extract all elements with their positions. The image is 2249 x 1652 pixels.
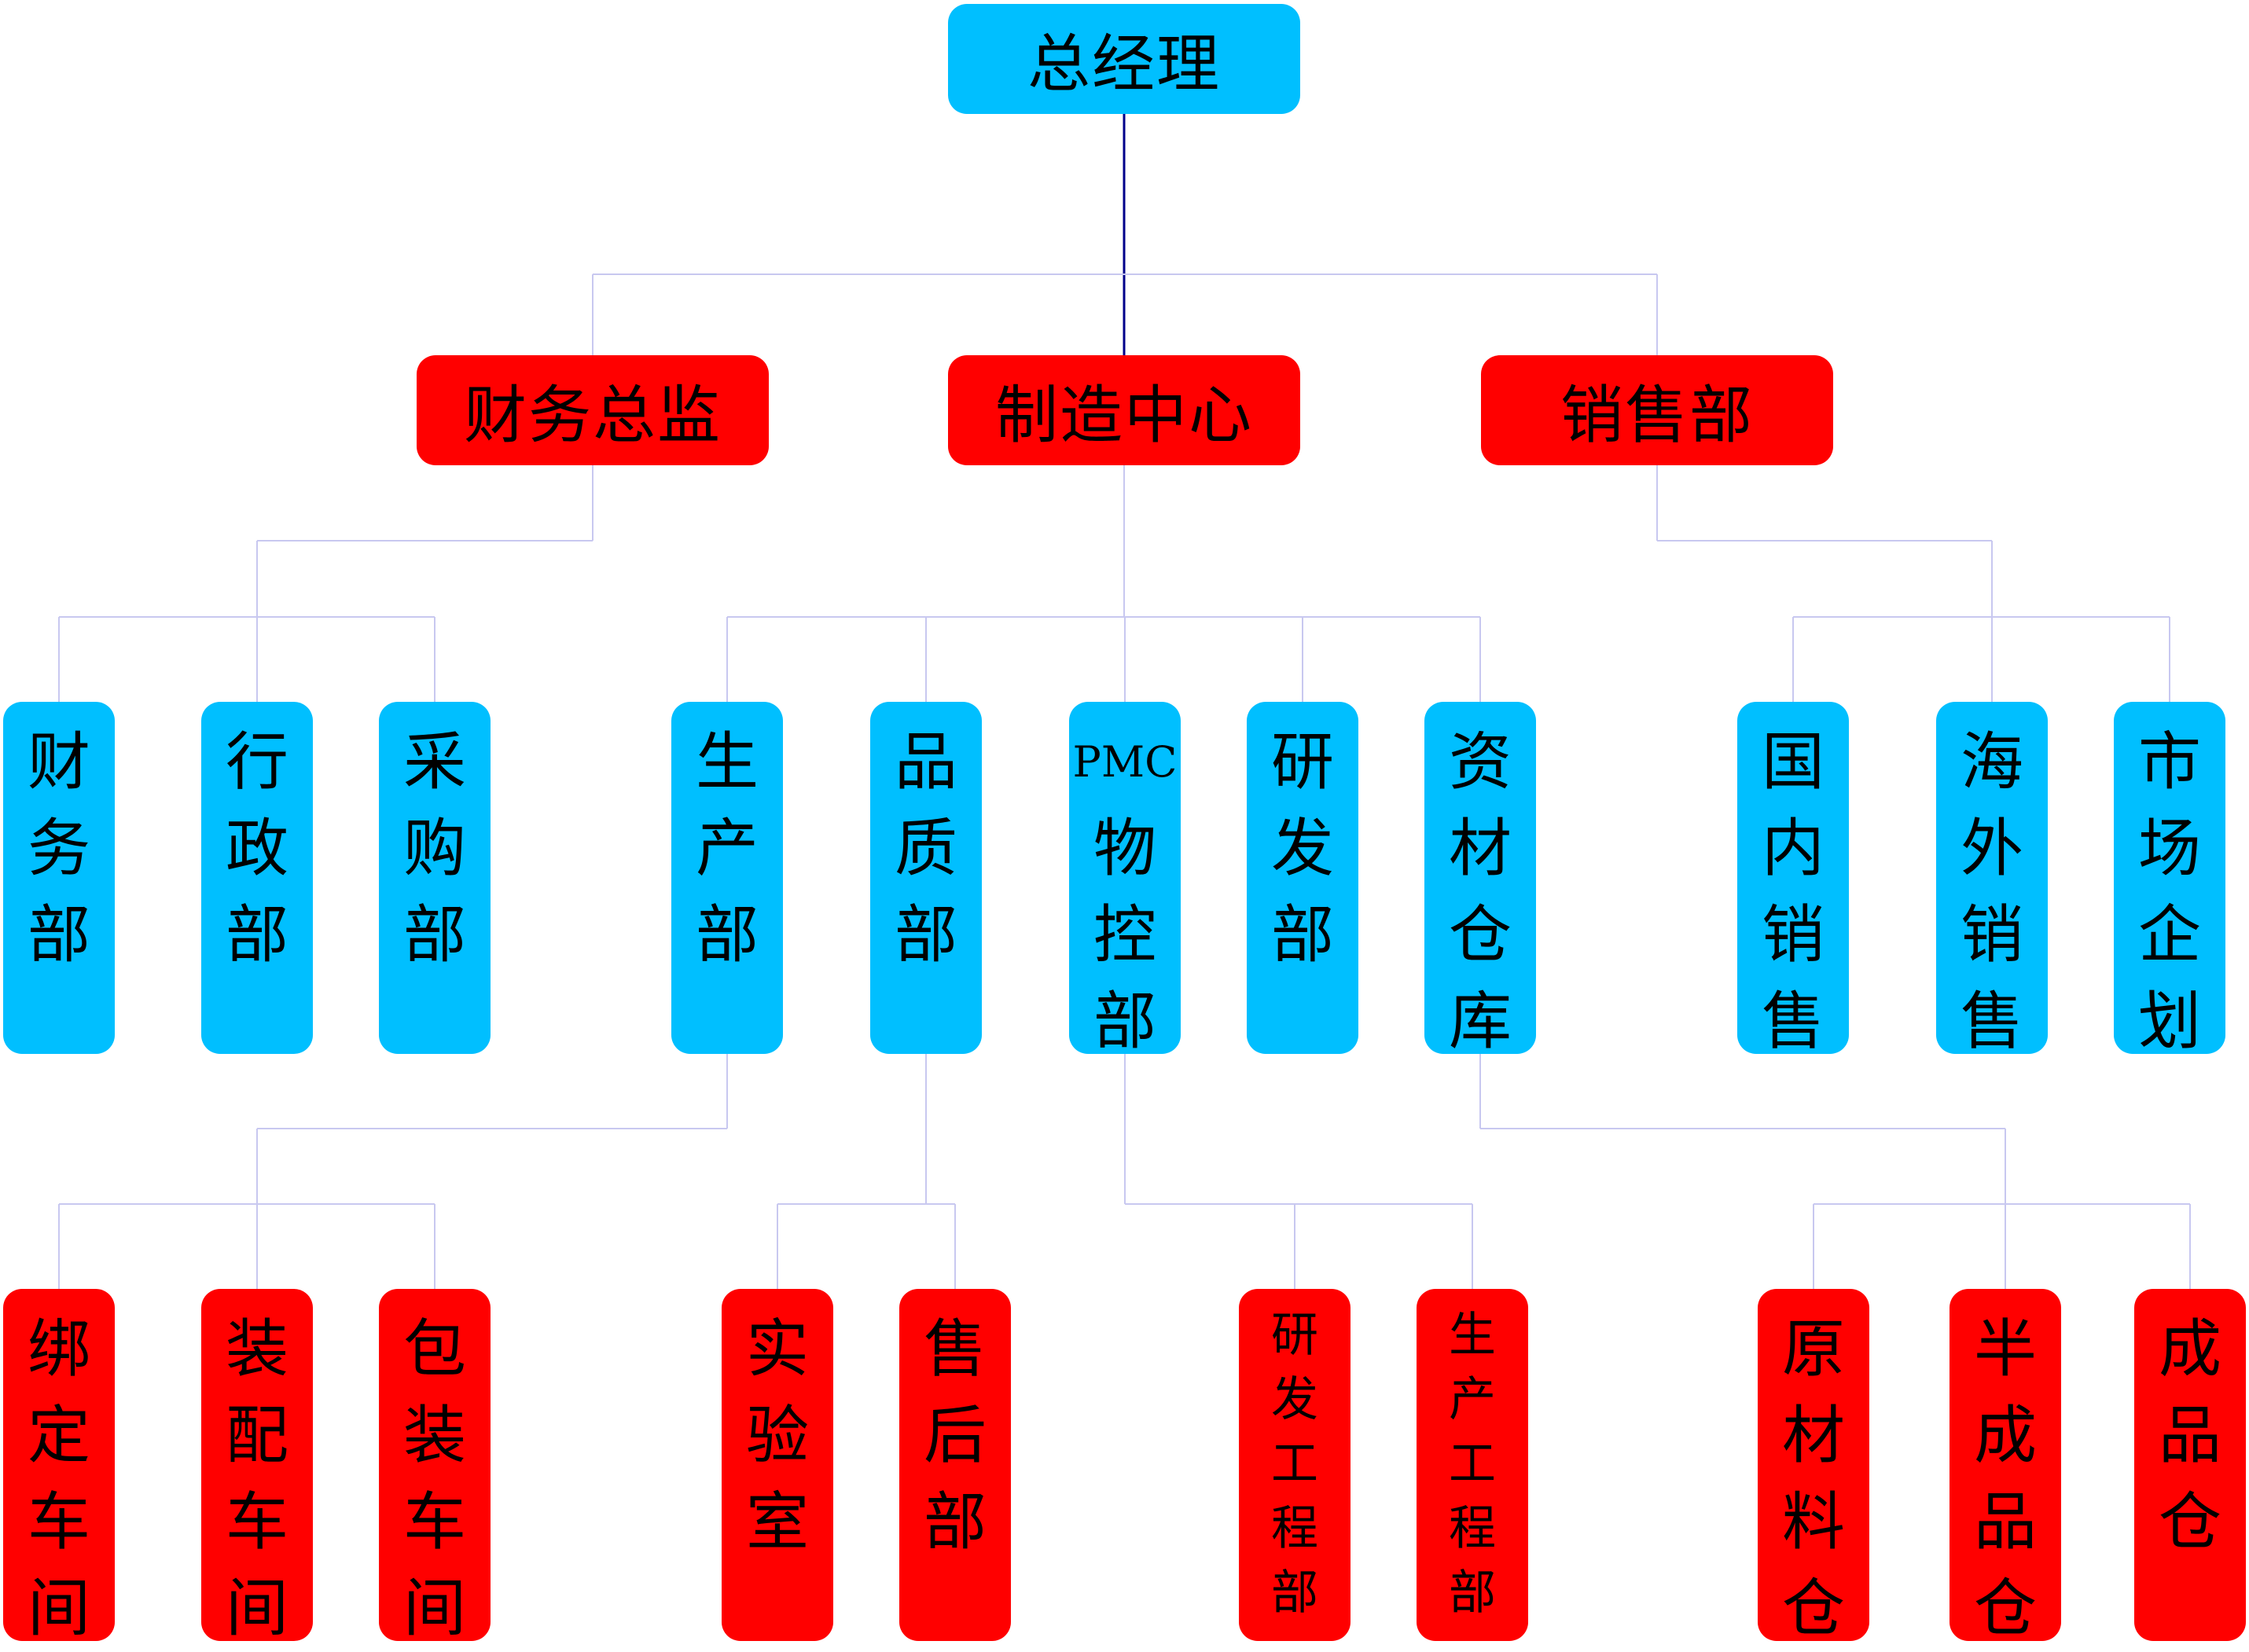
org-node: 实验室 xyxy=(722,1289,833,1641)
org-node: 研发工程部 xyxy=(1239,1289,1351,1641)
org-node-label: 国内销售 xyxy=(1762,725,1825,1058)
org-node-label: 行政部 xyxy=(226,725,288,971)
org-node: 品质部 xyxy=(870,702,982,1054)
org-node: 成品仓 xyxy=(2134,1289,2246,1641)
org-node-label: 制造中心 xyxy=(995,379,1253,452)
org-node-label: 市场企划 xyxy=(2138,725,2201,1058)
org-node: 海外销售 xyxy=(1936,702,2048,1058)
org-node-label: 财务部 xyxy=(28,725,90,971)
org-node-label: 采购部 xyxy=(403,725,466,971)
org-node-label: 成品仓 xyxy=(2159,1312,2221,1558)
org-node-label: 品质部 xyxy=(895,725,957,971)
org-node: 制造中心 xyxy=(948,355,1300,465)
org-node: 生产工程部 xyxy=(1417,1289,1528,1641)
org-node: 包装车间 xyxy=(379,1289,491,1645)
org-node: 市场企划 xyxy=(2114,702,2225,1058)
org-node: 国内销售 xyxy=(1737,702,1849,1058)
org-node-label: 生产工程部 xyxy=(1449,1308,1496,1621)
org-node-label: 售后部 xyxy=(924,1312,987,1558)
org-node: 绑定车间 xyxy=(3,1289,115,1645)
org-node: 财务总监 xyxy=(417,355,769,465)
org-node: 财务部 xyxy=(3,702,115,1054)
org-node-label: 总经理 xyxy=(1027,28,1221,101)
org-node-label: 财务总监 xyxy=(464,379,722,452)
org-node-label: 原材料仓 xyxy=(1782,1312,1845,1645)
org-node: 总经理 xyxy=(948,4,1300,114)
org-node-label: 研发部 xyxy=(1271,725,1334,971)
org-node: 生产部 xyxy=(671,702,783,1054)
org-node: 半成品仓 xyxy=(1950,1289,2061,1645)
org-node-label: 资材仓库 xyxy=(1449,725,1512,1058)
org-node-label: 海外销售 xyxy=(1961,725,2023,1058)
org-node-label: 装配车间 xyxy=(226,1312,288,1645)
org-node: 资材仓库 xyxy=(1424,702,1536,1058)
org-node-label: 生产部 xyxy=(696,725,759,971)
org-node-label: 包装车间 xyxy=(403,1312,466,1645)
org-node: 售后部 xyxy=(899,1289,1011,1641)
org-node: 采购部 xyxy=(379,702,491,1054)
org-node-label: 研发工程部 xyxy=(1271,1308,1318,1621)
org-node-label: 实验室 xyxy=(746,1312,809,1558)
org-node: 原材料仓 xyxy=(1758,1289,1869,1645)
org-node: 行政部 xyxy=(201,702,313,1054)
org-node: 研发部 xyxy=(1247,702,1358,1054)
org-node: 装配车间 xyxy=(201,1289,313,1645)
org-node: 销售部 xyxy=(1481,355,1833,465)
org-node-label: 销售部 xyxy=(1560,379,1754,452)
org-node-label: 半成品仓 xyxy=(1974,1312,2037,1645)
org-node-label: 绑定车间 xyxy=(28,1312,90,1645)
